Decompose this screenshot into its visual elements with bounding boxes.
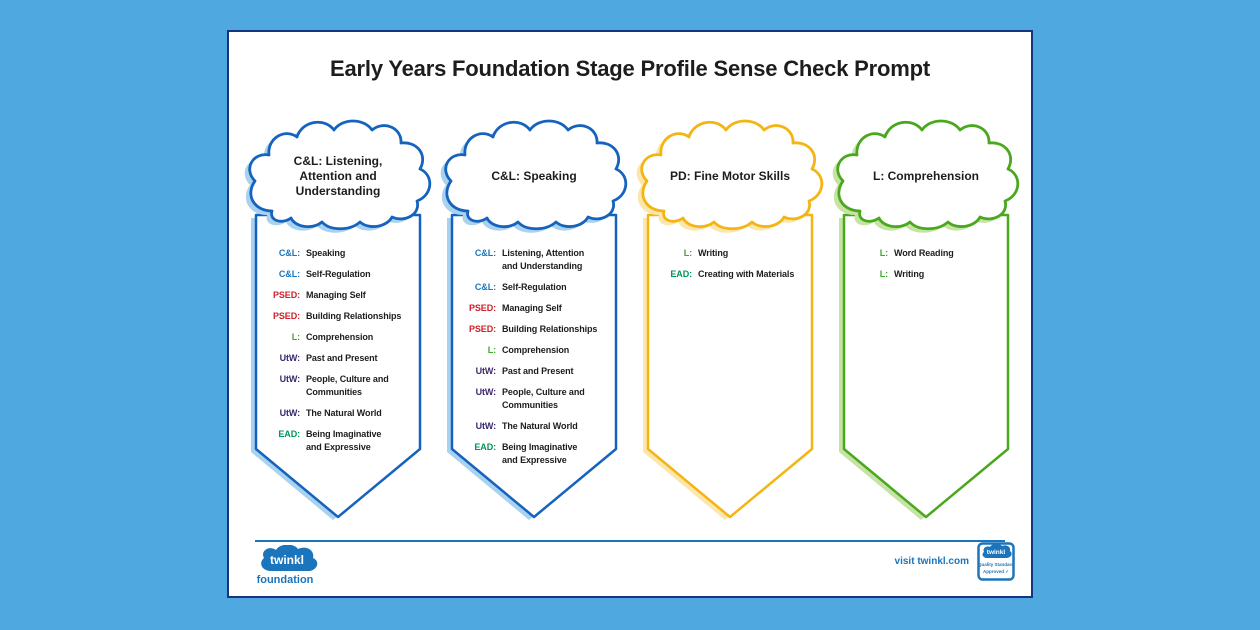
item-label: L: [487, 345, 496, 355]
item-text: Being Imaginative and Expressive [306, 429, 382, 452]
list-item: C&L: Speaking [264, 247, 418, 260]
item-label: L: [879, 248, 888, 258]
quality-badge-icon: twinkl Quality Standard Approved ✓ [977, 542, 1015, 581]
banner-and-cloud-shape [636, 119, 824, 520]
list-item: UtW: People, Culture and Communities [460, 386, 614, 412]
item-label: PSED: [468, 324, 496, 334]
list-item: EAD: Being Imaginative and Expressive [264, 428, 418, 454]
item-label: UtW: [475, 421, 497, 431]
item-text: Speaking [306, 248, 346, 258]
item-text: Comprehension [502, 345, 570, 355]
quality-standard-badge: twinkl Quality Standard Approved ✓ [977, 542, 1015, 582]
list-item: UtW: The Natural World [460, 420, 614, 433]
item-label: L: [879, 269, 888, 279]
item-label: L: [683, 248, 692, 258]
item-label: PSED: [272, 311, 300, 321]
item-label: C&L: [278, 269, 300, 279]
badge-line2: Approved ✓ [983, 569, 1009, 574]
item-label: PSED: [272, 290, 300, 300]
item-text: People, Culture and Communities [306, 374, 389, 397]
list-item: UtW: Past and Present [460, 365, 614, 378]
item-text: Comprehension [306, 332, 374, 342]
item-text: Building Relationships [502, 324, 598, 334]
page-title: Early Years Foundation Stage Profile Sen… [330, 56, 930, 81]
list-item: EAD: Being Imaginative and Expressive [460, 441, 614, 467]
item-text: Managing Self [502, 303, 562, 313]
item-label: EAD: [474, 442, 496, 452]
list-item: C&L: Self-Regulation [264, 268, 418, 281]
item-label: PSED: [468, 303, 496, 313]
item-text: Writing [894, 269, 925, 279]
logo-brand-text: twinkl [270, 553, 304, 567]
list-item: PSED: Managing Self [264, 289, 418, 302]
badge-brand-text: twinkl [987, 549, 1006, 556]
cloud-title: C&L: Speaking [491, 168, 577, 183]
item-text: Creating with Materials [698, 269, 795, 279]
cloud-title: PD: Fine Motor Skills [669, 168, 790, 183]
list-item: C&L: Self-Regulation [460, 281, 614, 294]
twinkl-foundation-logo: twinkl foundation [255, 544, 335, 589]
item-label: EAD: [670, 269, 692, 279]
item-text: Past and Present [502, 366, 574, 376]
item-text: Self-Regulation [502, 282, 567, 292]
item-label: C&L: [278, 248, 300, 258]
item-label: UtW: [279, 374, 301, 384]
list-item: L: Comprehension [264, 331, 418, 344]
item-text: Managing Self [306, 290, 366, 300]
cloud-title: C&L: Listening, Attention and Understand… [293, 153, 383, 198]
item-text: Being Imaginative and Expressive [502, 442, 578, 465]
item-label: C&L: [474, 248, 496, 258]
list-item: UtW: The Natural World [264, 407, 418, 420]
list-item: EAD: Creating with Materials [656, 268, 810, 281]
item-text: Listening, Attention and Understanding [502, 248, 585, 271]
item-text: The Natural World [306, 408, 382, 418]
list-item: C&L: Listening, Attention and Understandi… [460, 247, 614, 273]
item-label: EAD: [278, 429, 300, 439]
banner-and-cloud-shape [244, 119, 432, 520]
list-item: PSED: Building Relationships [264, 310, 418, 323]
item-text: Self-Regulation [306, 269, 371, 279]
banner-and-cloud-shape [440, 119, 628, 520]
cloud-title: L: Comprehension [872, 168, 979, 183]
item-text: People, Culture and Communities [502, 387, 585, 410]
item-label: UtW: [475, 366, 497, 376]
item-text: The Natural World [502, 421, 578, 431]
list-item: UtW: People, Culture and Communities [264, 373, 418, 399]
item-text: Building Relationships [306, 311, 402, 321]
item-label: L: [291, 332, 300, 342]
footer-divider [255, 540, 1005, 542]
item-list: C&L: Listening, Attention and Understandi… [460, 247, 614, 475]
item-label: UtW: [279, 408, 301, 418]
item-text: Past and Present [306, 353, 378, 363]
list-item: PSED: Building Relationships [460, 323, 614, 336]
banner-and-cloud-shape [832, 119, 1020, 520]
badge-line1: Quality Standard [978, 562, 1014, 567]
list-item: L: Writing [852, 268, 1006, 281]
list-item: L: Comprehension [460, 344, 614, 357]
item-label: UtW: [475, 387, 497, 397]
list-item: UtW: Past and Present [264, 352, 418, 365]
item-text: Writing [698, 248, 729, 258]
item-label: UtW: [279, 353, 301, 363]
worksheet-page: Early Years Foundation Stage Profile Sen… [227, 30, 1033, 598]
list-item: L: Word Reading [852, 247, 1006, 260]
item-text: Word Reading [894, 248, 954, 258]
column-listening-attention-understanding: C&L: Listening, Attention and Understand… [242, 115, 434, 527]
twinkl-cloud-logo-icon: twinkl foundation [257, 544, 318, 586]
logo-sub-text: foundation [257, 574, 314, 586]
visit-twinkl-text: visit twinkl.com [894, 556, 969, 567]
list-item: PSED: Managing Self [460, 302, 614, 315]
item-label: C&L: [474, 282, 496, 292]
list-item: L: Writing [656, 247, 810, 260]
